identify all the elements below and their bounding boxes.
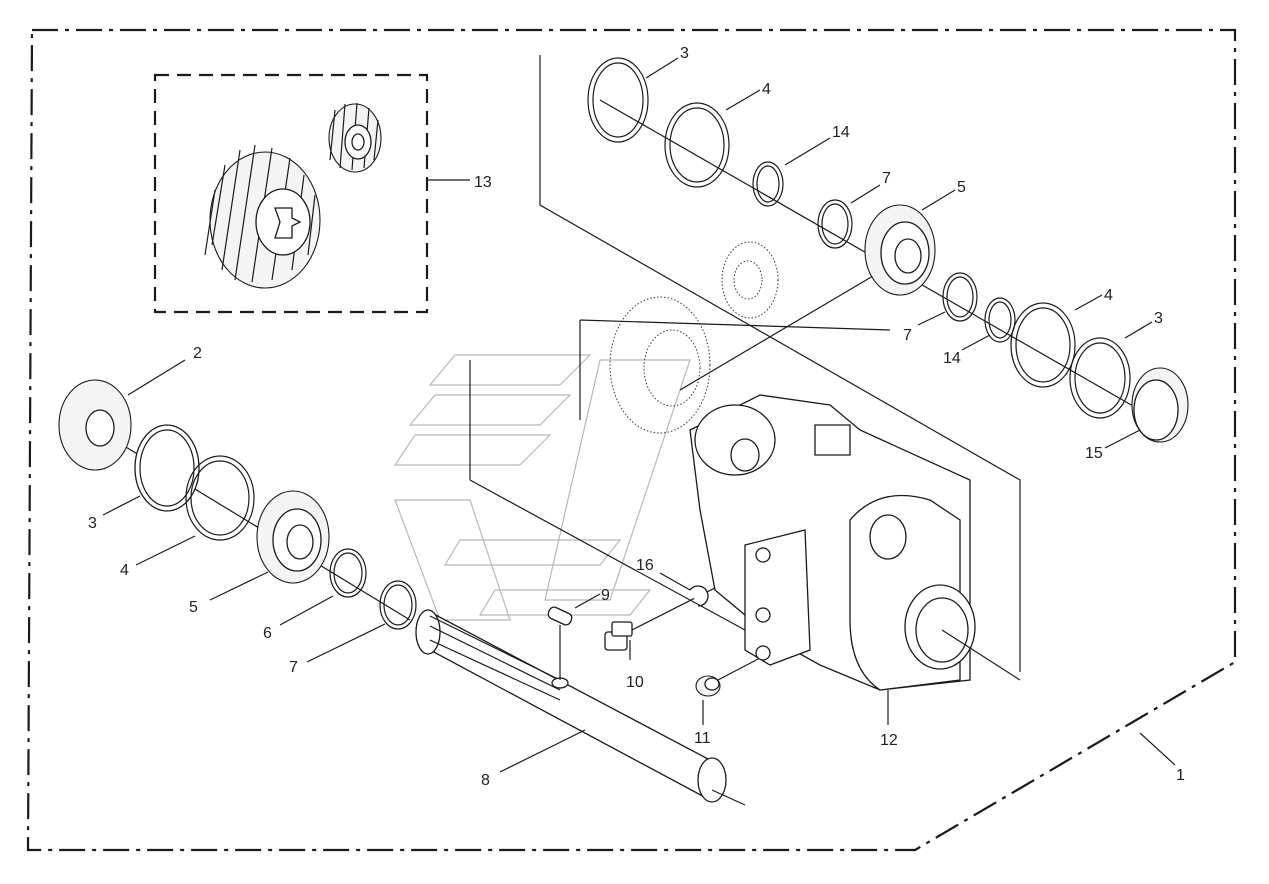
callout-8: 8 <box>481 772 490 789</box>
gear-set-inset-box <box>153 73 429 314</box>
plug-11 <box>695 657 761 697</box>
callout-6: 6 <box>263 625 272 642</box>
callout-16: 16 <box>636 557 654 574</box>
callout-5-left: 5 <box>189 599 198 616</box>
callout-5-top: 5 <box>957 179 966 196</box>
callout-4-right: 4 <box>1104 287 1113 304</box>
callout-7-left: 7 <box>289 659 298 676</box>
bearing-5-top <box>864 204 936 296</box>
callout-1: 1 <box>1176 767 1185 784</box>
splined-shaft-8 <box>415 609 746 806</box>
cap-15 <box>1131 367 1189 443</box>
callout-14-top: 14 <box>832 124 850 141</box>
callout-13: 13 <box>474 174 492 191</box>
bearing-5-left <box>256 490 330 584</box>
callout-3-left: 3 <box>88 515 97 532</box>
callout-11: 11 <box>694 730 711 747</box>
ring-14-top <box>752 161 784 207</box>
callout-3-top: 3 <box>680 45 689 62</box>
circlip-16 <box>689 585 709 607</box>
snap-ring-3-top <box>587 57 649 143</box>
snap-ring-3-right <box>1069 337 1131 419</box>
shim-4-left <box>185 455 255 541</box>
callout-4-top: 4 <box>762 81 771 98</box>
leader-lines <box>102 57 1176 773</box>
callout-4-left: 4 <box>120 562 129 579</box>
callout-14-right: 14 <box>943 350 961 367</box>
callout-10: 10 <box>626 674 644 691</box>
callout-7-top: 7 <box>882 170 891 187</box>
gearbox-housing-12 <box>689 394 1021 691</box>
ring-6 <box>329 548 367 598</box>
callout-15: 15 <box>1085 445 1103 462</box>
callout-3-right: 3 <box>1154 310 1163 327</box>
ring-7-top <box>817 199 853 249</box>
ring-7-left <box>379 580 417 630</box>
shim-4-top <box>664 102 730 188</box>
shim-4-right <box>1010 302 1076 388</box>
assembly-boundary <box>26 28 1237 852</box>
callout-2: 2 <box>193 345 202 362</box>
callout-7-right: 7 <box>903 327 912 344</box>
bevel-gear-set-icon <box>204 102 382 289</box>
snap-ring-3-left <box>134 424 200 512</box>
key-9 <box>547 606 573 626</box>
oil-seal-2 <box>58 379 132 471</box>
callout-12: 12 <box>880 732 898 749</box>
callout-9: 9 <box>601 587 610 604</box>
top-bracket-line <box>539 55 1021 672</box>
callout-labels: 1 2 3 4 5 6 7 8 9 10 11 12 13 16 3 4 14 … <box>88 45 1185 789</box>
watermark-logo <box>393 354 691 621</box>
ring-7-right <box>942 272 978 322</box>
internal-gears-dotted <box>609 241 779 434</box>
ring-14-right <box>984 297 1016 343</box>
